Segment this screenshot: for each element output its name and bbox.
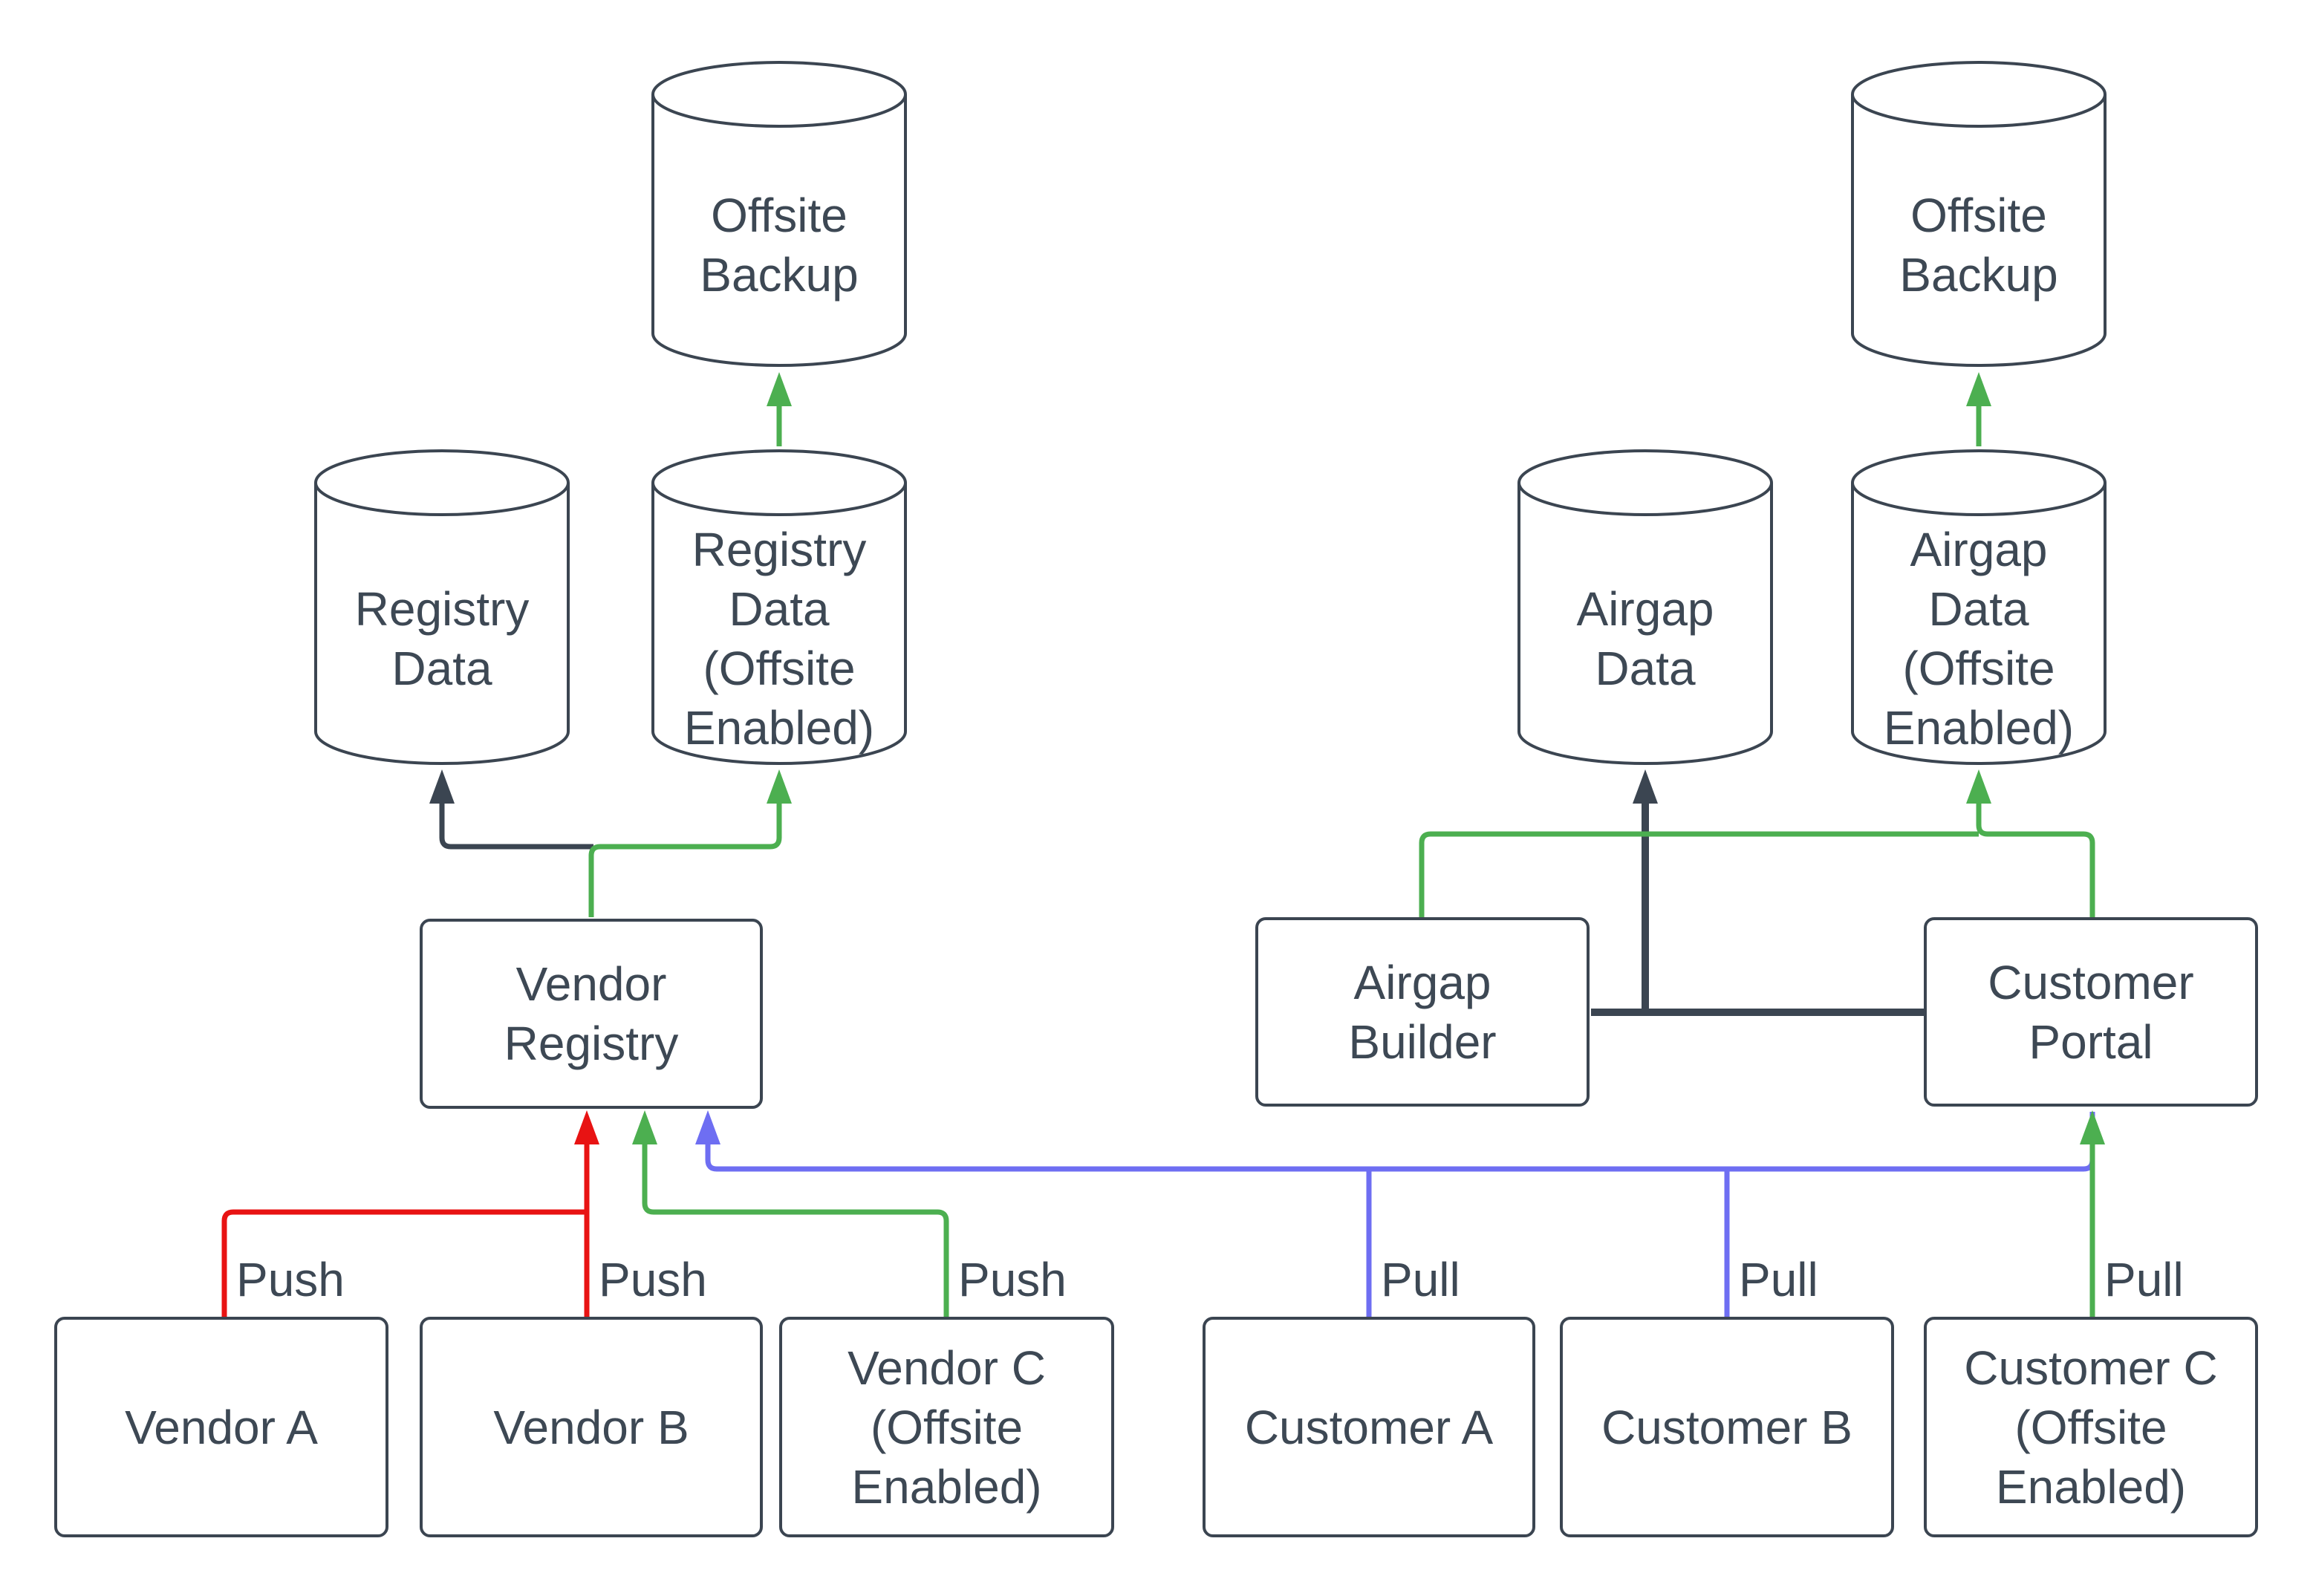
vendor-registry-node: Vendor Registry [420, 919, 763, 1109]
cylinder-icon [1851, 449, 2107, 765]
pull-label-customer-b: Pull [1739, 1253, 1818, 1306]
cylinder-icon [1851, 61, 2107, 367]
offsite-backup-left-label: Offsite Backup [700, 189, 859, 302]
arrowhead-green-into-registry-data-offsite [767, 769, 792, 804]
vendor-c-label: Vendor C (Offsite Enabled) [848, 1341, 1046, 1514]
customer-a-node: Customer A [1203, 1317, 1535, 1537]
customer-c-node: Customer C (Offsite Enabled) [1924, 1317, 2258, 1537]
cylinder-icon [651, 449, 907, 765]
airgap-data-offsite-label: Airgap Data (Offsite Enabled) [1883, 522, 2075, 755]
vendor-a-label: Vendor A [125, 1400, 318, 1454]
arrowhead-dark-into-registry-data [429, 769, 455, 804]
registry-data-label: Registry Data [354, 582, 530, 695]
customer-portal-label: Customer Portal [1988, 955, 2194, 1069]
registry-data-offsite-node: Registry Data (Offsite Enabled) [651, 448, 907, 766]
customer-b-label: Customer B [1601, 1400, 1852, 1454]
vendor-b-node: Vendor B [420, 1317, 763, 1537]
arrowhead-green-into-airgap-data-offsite [1966, 769, 1991, 804]
arrowhead-blue-into-vendor-registry [695, 1110, 720, 1144]
registry-data-node: Registry Data [314, 448, 570, 766]
push-label-vendor-c: Push [958, 1253, 1067, 1306]
vendor-b-label: Vendor B [493, 1400, 689, 1454]
airgap-builder-node: Airgap Builder [1255, 917, 1590, 1107]
arrowhead-red-into-vendor-registry [574, 1110, 599, 1144]
arrowhead-green-into-offsite-backup-right [1966, 372, 1991, 406]
arrowhead-green-into-offsite-backup-left [767, 372, 792, 406]
offsite-backup-right-label: Offsite Backup [1899, 189, 2058, 302]
edge-dark-builder-portal [1591, 803, 1925, 1016]
push-label-vendor-a: Push [236, 1253, 345, 1306]
customer-portal-node: Customer Portal [1924, 917, 2258, 1107]
pull-label-customer-c: Pull [2104, 1253, 2184, 1306]
edge-dark-into-registry-data [439, 803, 593, 850]
customer-a-label: Customer A [1244, 1400, 1494, 1454]
offsite-backup-left-node: Offsite Backup [651, 59, 907, 368]
vendor-c-node: Vendor C (Offsite Enabled) [779, 1317, 1114, 1537]
airgap-data-node: Airgap Data [1517, 448, 1773, 766]
cylinder-icon [651, 61, 907, 367]
vendor-registry-label: Vendor Registry [504, 957, 679, 1070]
pull-label-customer-a: Pull [1381, 1253, 1460, 1306]
customer-b-node: Customer B [1560, 1317, 1894, 1537]
push-label-vendor-b: Push [599, 1253, 707, 1306]
cylinder-icon [314, 449, 570, 765]
arrowhead-green-into-vendor-registry [632, 1110, 657, 1144]
arrowhead-green-into-customer-portal [2080, 1110, 2105, 1144]
cylinder-icon [1517, 449, 1773, 765]
airgap-builder-label: Airgap Builder [1348, 955, 1497, 1069]
customer-c-label: Customer C (Offsite Enabled) [1964, 1341, 2218, 1514]
vendor-a-node: Vendor A [54, 1317, 388, 1537]
airgap-data-offsite-node: Airgap Data (Offsite Enabled) [1851, 448, 2107, 766]
offsite-backup-right-node: Offsite Backup [1851, 59, 2107, 368]
arrowhead-dark-into-airgap-data [1633, 769, 1658, 804]
registry-data-offsite-label: Registry Data (Offsite Enabled) [683, 522, 875, 755]
airgap-data-label: Airgap Data [1576, 582, 1714, 695]
